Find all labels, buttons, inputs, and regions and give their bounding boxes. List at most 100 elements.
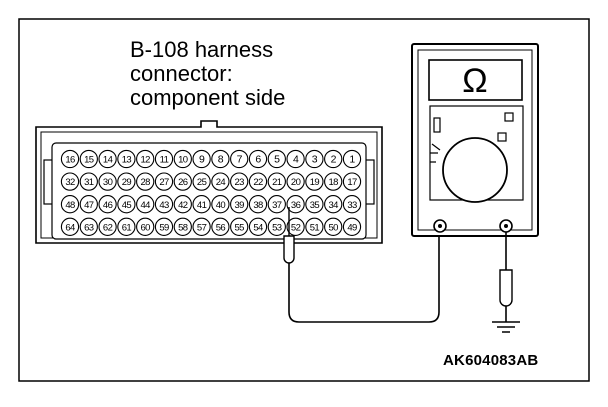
probe-wire [288,228,440,323]
pin-label: 12 [141,155,151,166]
pin-label: 2 [331,154,337,166]
pin-2: 2 [324,149,343,169]
pin-label: 52 [291,222,301,233]
pin-circle [286,217,305,236]
ground-clip [499,269,513,307]
pin-label: 7 [237,154,243,166]
figure-code: AK604083AB [443,352,539,369]
pin-48: 48 [60,195,80,214]
pin-label: 6 [255,154,261,166]
pin-circle [154,149,174,169]
pin-circle [136,217,155,236]
pin-label: 60 [141,222,151,233]
pin-33: 33 [342,195,362,214]
pin-label: 11 [160,155,169,166]
pin-41: 41 [192,195,211,214]
pin-circle [248,195,268,214]
pin-circle [192,195,211,214]
pin-17: 17 [342,172,362,191]
pin-47: 47 [79,195,98,214]
meter-terminal-right-core [504,224,508,228]
pin-circle [98,172,117,191]
pin-14: 14 [98,149,117,169]
pin-circle [267,217,286,236]
pin-label: 3 [312,154,318,166]
pin-label: 39 [235,200,245,211]
pin-63: 63 [79,217,98,236]
pin-43: 43 [154,195,174,214]
connector-inner-edge [40,131,378,239]
pin-39: 39 [230,195,249,214]
pin-label: 33 [347,200,357,211]
pin-label: 10 [178,155,188,166]
pin-circle [60,217,80,236]
pin-circle [136,195,155,214]
pin-label: 32 [65,177,75,188]
pin-circle [324,149,343,169]
probe-tip [283,235,295,264]
pin-label: 43 [159,200,169,211]
pin-circle [154,195,174,214]
connector-label-line-2: connector: [130,61,233,86]
pin-18: 18 [324,172,343,191]
pin-label: 24 [216,177,226,188]
pin-circle [342,172,362,191]
pin-label: 8 [218,154,224,166]
pin-22: 22 [248,172,268,191]
pin-42: 42 [173,195,192,214]
pin-label: 15 [84,155,94,166]
pin-label: 42 [178,200,188,211]
pin-circle [342,149,362,169]
pin-circle [230,172,249,191]
pin-label: 17 [347,177,357,188]
pin-label: 27 [159,177,169,188]
pin-label: 41 [197,200,207,211]
pin-59: 59 [154,217,174,236]
pin-circle [248,172,268,191]
pin-circle [286,149,305,169]
pin-label: 49 [347,222,357,233]
pin-5: 5 [267,149,286,169]
pin-label: 26 [178,177,188,188]
pin-circle [136,172,155,191]
pin-label: 64 [65,222,75,233]
pin-label: 28 [141,177,151,188]
pin-32: 32 [60,172,80,191]
pin-label: 4 [293,154,299,166]
pin-40: 40 [211,195,230,214]
pin-label: 31 [84,177,94,188]
pin-circle [117,195,136,214]
pin-label: 29 [122,177,132,188]
pin-label: 21 [272,177,282,188]
pin-51: 51 [305,217,324,236]
pin-49: 49 [342,217,362,236]
pin-label: 56 [216,222,226,233]
pin-label: 9 [199,154,205,166]
pin-circle [267,195,286,214]
pin-44: 44 [136,195,155,214]
pin-circle [79,149,98,169]
pin-12: 12 [136,149,155,169]
meter-terminal-left-core [438,224,442,228]
pin-1: 1 [342,149,362,169]
pin-34: 34 [324,195,343,214]
pin-circle [211,217,230,236]
pin-circle [230,195,249,214]
pin-label: 62 [103,222,113,233]
pin-label: 44 [141,200,151,211]
pin-label: 63 [84,222,94,233]
pin-4: 4 [286,149,305,169]
pin-circle [324,195,343,214]
pin-label: 61 [122,222,132,233]
pin-label: 23 [235,177,245,188]
meter-inner-edge [417,49,533,231]
pin-circle [305,195,324,214]
pin-29: 29 [117,172,136,191]
pin-circle [342,217,362,236]
pin-label: 57 [197,222,207,233]
ohm-symbol: Ω [462,62,487,100]
pin-circle [173,195,192,214]
pin-circle [267,172,286,191]
